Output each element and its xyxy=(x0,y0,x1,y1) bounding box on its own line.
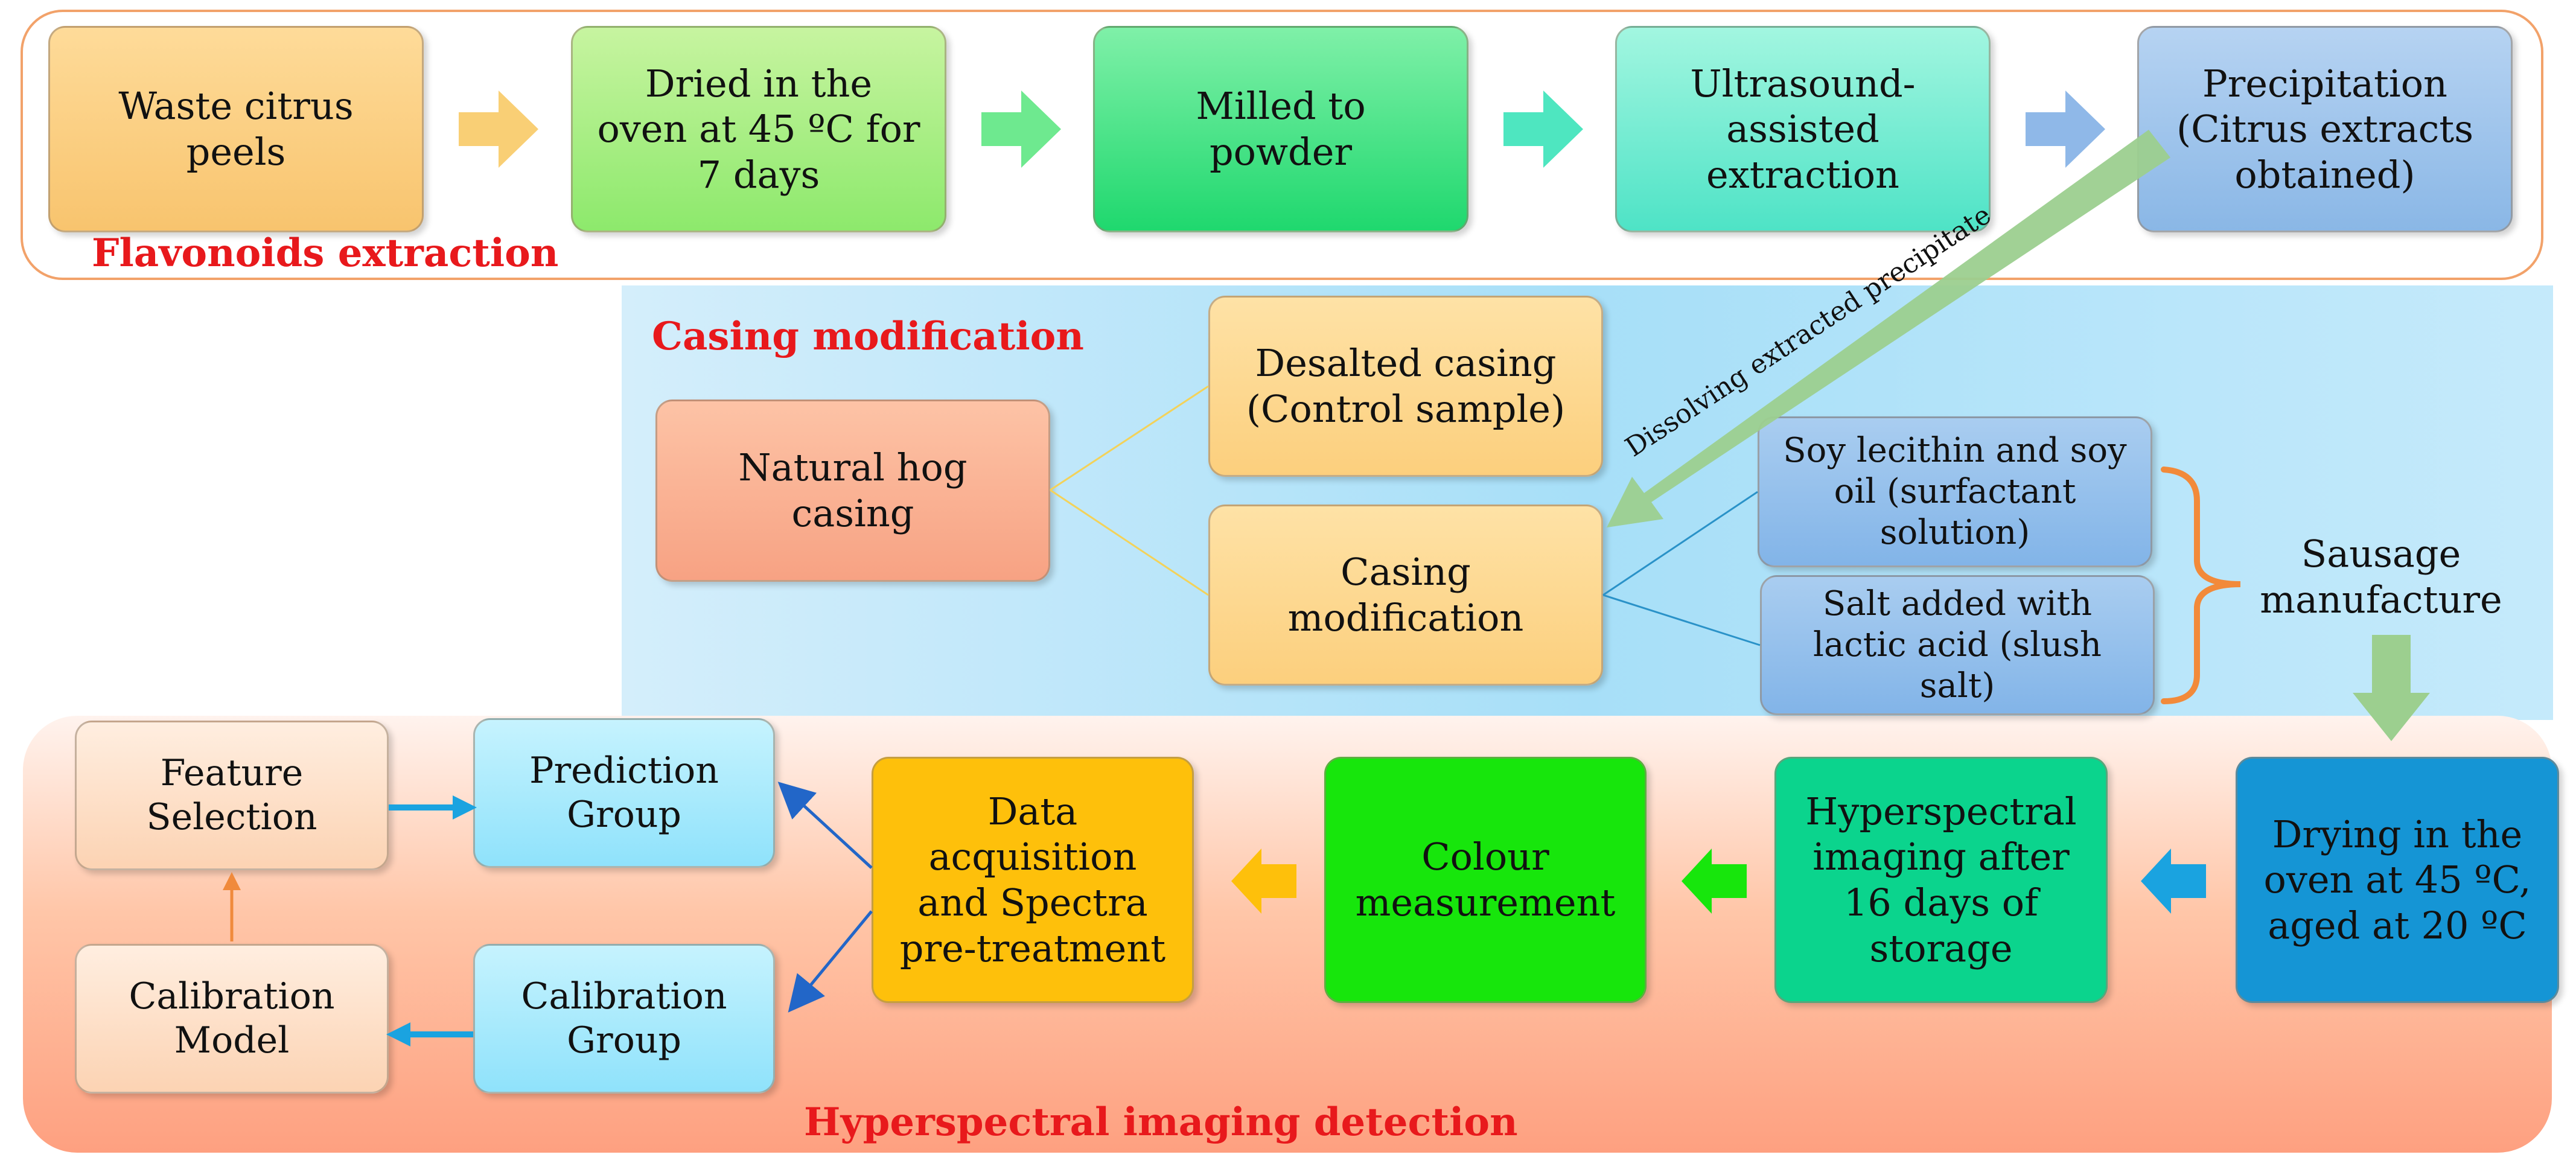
natural-hog-casing-box: Natural hog casing xyxy=(655,400,1050,582)
casing-modification-box: Casing modification xyxy=(1208,505,1603,686)
slush-salt-box: Salt added with lactic acid (slush salt) xyxy=(1760,575,2155,715)
soy-lecithin-box: Soy lecithin and soy oil (surfactant sol… xyxy=(1758,416,2152,567)
sausage-manufacture-label: Sausage manufacture xyxy=(2260,532,2502,622)
prediction-group-box: Prediction Group xyxy=(473,718,775,868)
arrow-dried-to-milled xyxy=(981,91,1061,168)
dissolving-arrow xyxy=(1607,130,2170,527)
arrow-hyperspectral-to-colour xyxy=(1682,849,1747,914)
arrow-milled-to-ultrasound xyxy=(1503,91,1583,168)
branch-line-soy xyxy=(1602,491,1758,596)
arrow-peels-to-dried xyxy=(459,91,538,168)
ultrasound-extraction-box: Ultrasound- assisted extraction xyxy=(1615,26,1991,232)
feature-selection-box: Feature Selection xyxy=(75,721,389,870)
arrow-colour-to-dataacq xyxy=(1231,849,1296,914)
section-label-casing: Casing modification xyxy=(652,314,1084,359)
arrow-drying-to-hyperspectral xyxy=(2141,849,2206,914)
sausage-down-arrow xyxy=(2353,635,2430,741)
branch-line-salt xyxy=(1602,594,1761,646)
precipitation-box: Precipitation (Citrus extracts obtained) xyxy=(2137,26,2513,232)
drying-aged-box: Drying in the oven at 45 ºC, aged at 20 … xyxy=(2236,757,2559,1003)
data-acquisition-box: Data acquisition and Spectra pre-treatme… xyxy=(872,757,1194,1003)
calibration-group-box: Calibration Group xyxy=(473,944,775,1094)
hyperspectral-panel xyxy=(23,716,2552,1153)
arrow-to-calibration-group xyxy=(788,910,873,1013)
colour-measurement-box: Colour measurement xyxy=(1324,757,1647,1003)
orange-bracket xyxy=(2161,467,2241,704)
waste-citrus-peels-box: Waste citrus peels xyxy=(48,26,424,232)
calibration-model-box: Calibration Model xyxy=(75,944,389,1094)
hyperspectral-imaging-box: Hyperspectral imaging after 16 days of s… xyxy=(1774,757,2108,1003)
branch-line-desalted xyxy=(1050,385,1209,491)
dried-oven-box: Dried in the oven at 45 ºC for 7 days xyxy=(571,26,946,232)
desalted-casing-box: Desalted casing (Control sample) xyxy=(1208,296,1603,477)
section-label-hyperspectral: Hyperspectral imaging detection xyxy=(804,1100,1518,1145)
arrow-ultrasound-to-precipitation xyxy=(2026,91,2105,168)
branch-line-modification xyxy=(1050,489,1209,596)
section-label-flavonoids: Flavonoids extraction xyxy=(92,231,559,276)
dissolving-label: Dissolving extracted precipitate xyxy=(1620,199,1997,463)
milled-powder-box: Milled to powder xyxy=(1093,26,1468,232)
arrow-to-prediction xyxy=(777,782,873,869)
